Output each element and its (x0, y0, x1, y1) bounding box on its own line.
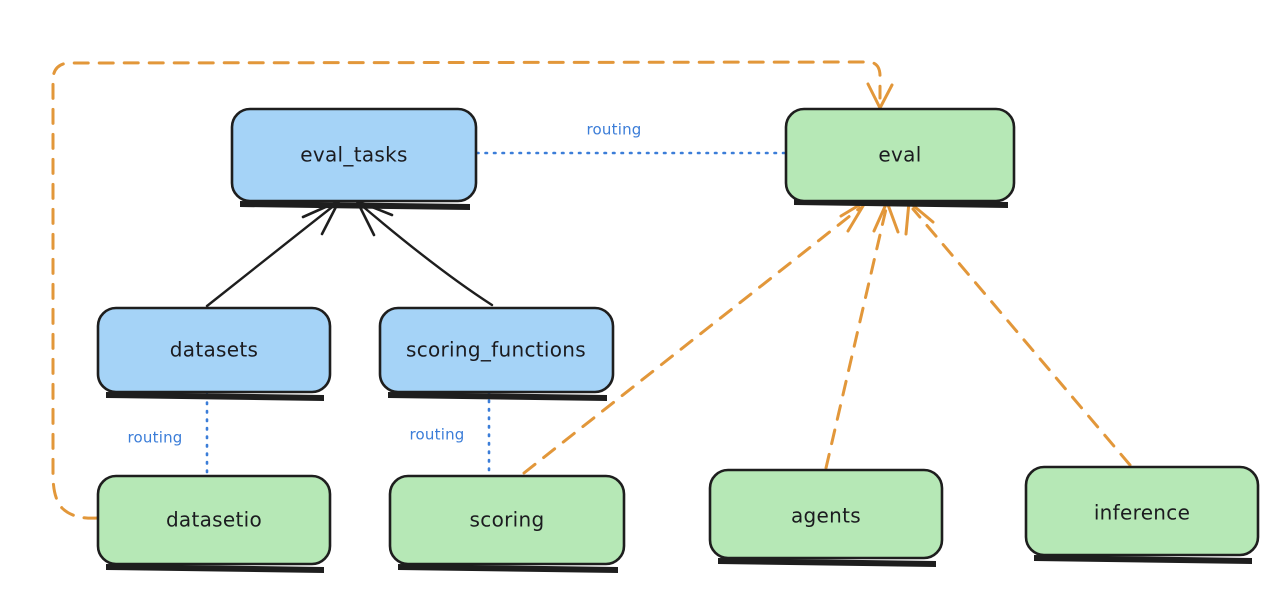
edge-layer (51, 60, 1132, 520)
node-eval-label: eval (878, 143, 921, 167)
edge-label-layer: routing routing routing (128, 121, 642, 447)
node-inference-body (1024, 465, 1260, 557)
edge-inference-eval[interactable] (904, 200, 1132, 467)
node-datasets-label: datasets (170, 338, 258, 362)
node-inference[interactable]: inference (1024, 465, 1260, 564)
node-scoring[interactable]: scoring (388, 474, 626, 573)
node-datasetio-label: datasetio (166, 508, 262, 532)
node-eval_tasks-label: eval_tasks (300, 143, 407, 167)
node-scoring-label: scoring (470, 508, 545, 532)
node-scoring_functions[interactable]: scoring_functions (378, 306, 615, 401)
node-datasets[interactable]: datasets (96, 306, 332, 401)
edge-scoring_functions-eval_tasks[interactable] (355, 199, 494, 307)
edge-label-routing-scoring_functions-scoring: routing (410, 426, 465, 444)
node-datasets-body (96, 306, 332, 394)
node-agents-body (708, 468, 944, 560)
edge-agents-eval[interactable] (824, 200, 900, 470)
node-agents[interactable]: agents (708, 468, 944, 567)
node-datasetio-body (96, 474, 332, 566)
node-agents-label: agents (791, 504, 861, 528)
node-eval_tasks-body (230, 107, 478, 203)
node-eval-body (784, 107, 1016, 203)
edge-datasets-eval_tasks[interactable] (205, 199, 341, 308)
node-scoring_functions-label: scoring_functions (406, 338, 586, 362)
node-eval_tasks[interactable]: eval_tasks (230, 107, 478, 210)
node-layer: eval_tasks eval datasets scoring_functio… (96, 107, 1260, 573)
node-scoring_functions-body (378, 306, 615, 394)
node-scoring-body (388, 474, 626, 566)
edge-label-routing-datasets-datasetio: routing (128, 429, 183, 447)
node-datasetio[interactable]: datasetio (96, 474, 332, 573)
node-inference-label: inference (1094, 501, 1190, 525)
node-eval[interactable]: eval (784, 107, 1016, 208)
edge-label-routing-eval_tasks-eval: routing (587, 121, 642, 139)
